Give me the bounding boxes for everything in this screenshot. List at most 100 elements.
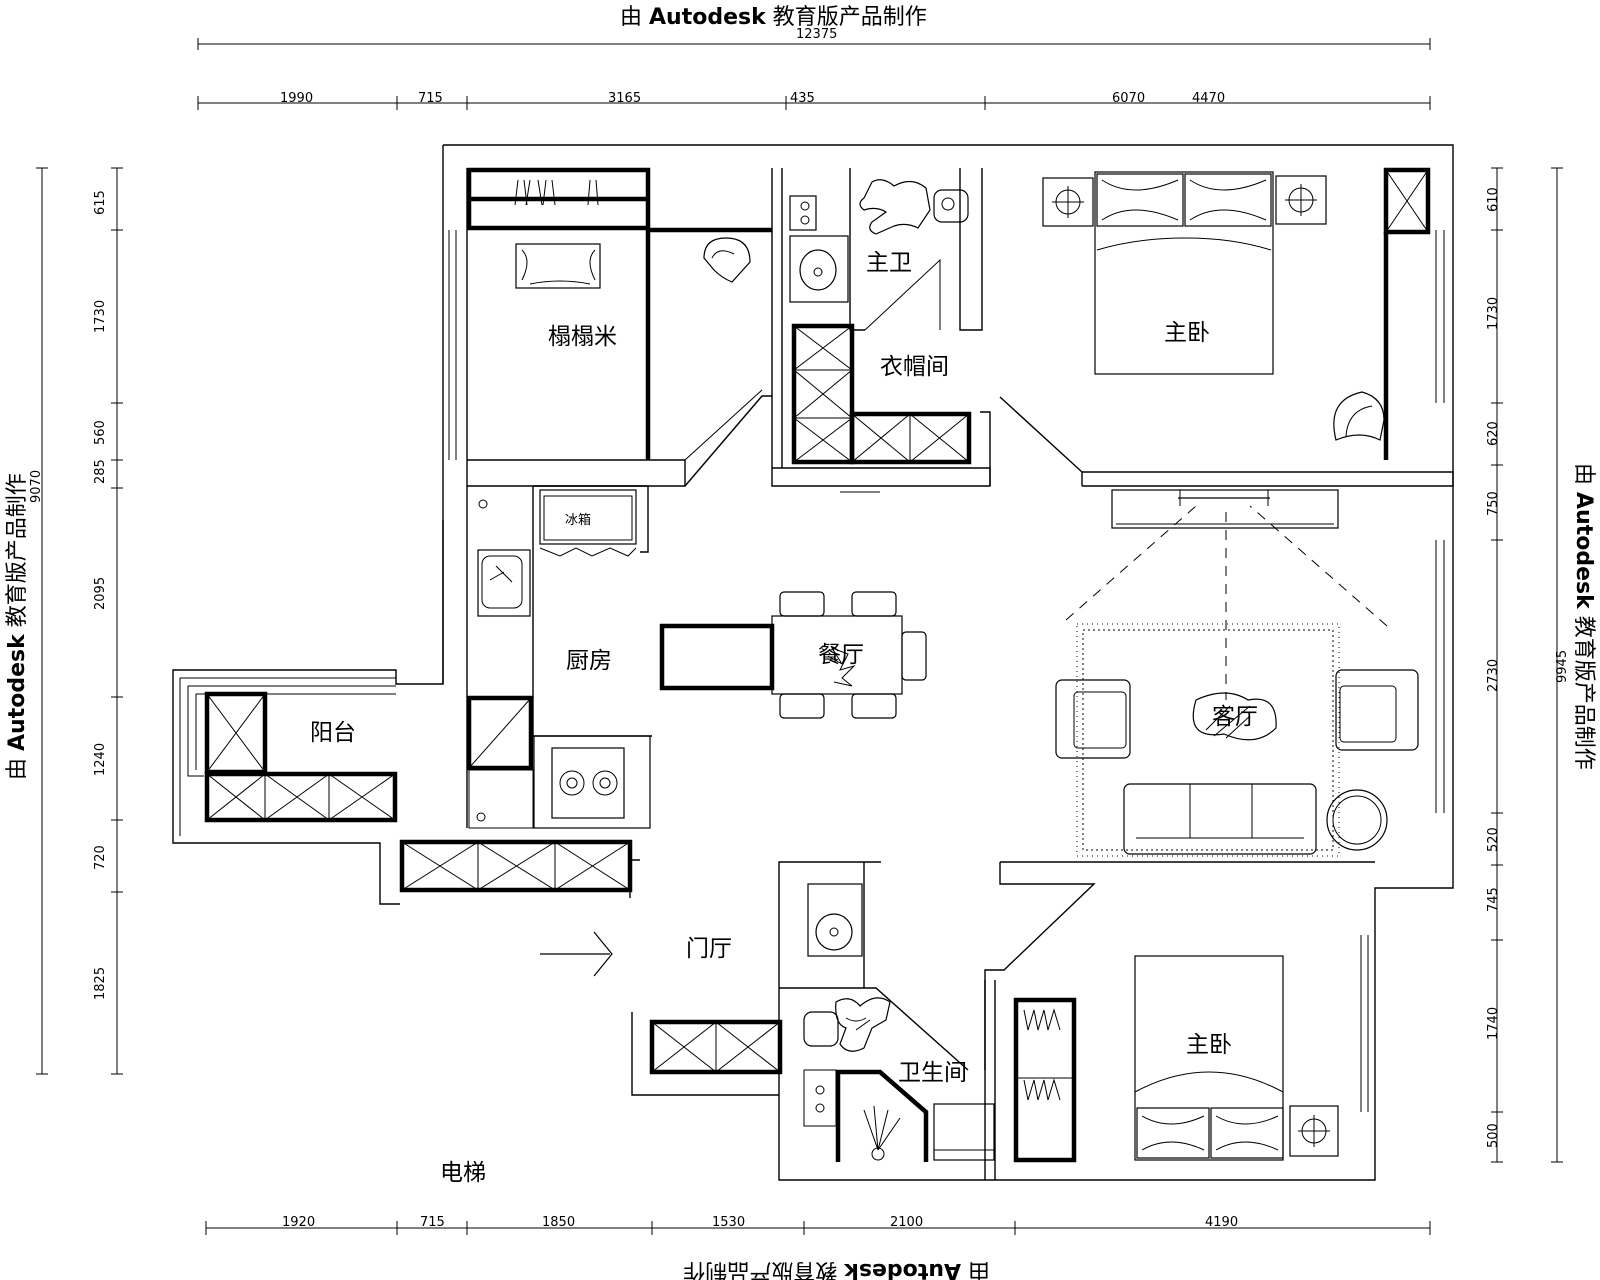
washer-icon [933, 1103, 995, 1161]
dim-bottom-6: 4190 [1205, 1215, 1238, 1230]
bedside-lamp-icon [1042, 177, 1094, 227]
room-label-balcony: 阳台 [310, 720, 356, 746]
chair-icon [1333, 391, 1385, 441]
pillow-icon [515, 243, 601, 289]
master-bath: 主卫 [789, 179, 969, 303]
bed-icon [1134, 955, 1284, 1161]
tv-cabinet [1111, 489, 1339, 529]
room-label-bathroom: 卫生间 [898, 1060, 967, 1086]
side-table-icon [1326, 789, 1388, 851]
cloakroom: 衣帽间 [791, 323, 972, 465]
dim-bottom-3: 1850 [542, 1215, 575, 1230]
dim-bottom-1: 1920 [282, 1215, 315, 1230]
exterior-walls [172, 144, 1454, 1181]
room-label-cloakroom: 衣帽间 [880, 354, 949, 380]
room-label-dining: 餐厅 [818, 642, 864, 668]
room-label-elevator: 电梯 [440, 1160, 486, 1186]
coffee-table-icon [1192, 692, 1277, 741]
dim-top-2: 715 [418, 91, 443, 106]
dim-top-5: 6070 [1112, 91, 1145, 106]
dim-bottom-5: 2100 [890, 1215, 923, 1230]
person-toilet-icon [859, 179, 969, 235]
svg-text:9945: 9945 [1555, 650, 1570, 683]
dimension-top-chain: 1990 715 3165 435 6070 4470 [197, 91, 1431, 110]
dim-left-8: 1825 [93, 967, 108, 1000]
dim-left-5: 2095 [93, 577, 108, 610]
rug-icon [1076, 623, 1340, 857]
dining-area: 餐厅 [659, 591, 927, 719]
svg-text:12375: 12375 [796, 27, 837, 42]
dimension-left-overall: 9070 [29, 167, 48, 1075]
room-label-living: 客厅 [1212, 704, 1258, 730]
dim-right-7: 745 [1486, 887, 1501, 912]
svg-text:9070: 9070 [29, 470, 44, 503]
dining-table-icon [771, 591, 927, 719]
dim-bottom-4: 1530 [712, 1215, 745, 1230]
watermark-left: 由 Autodesk 教育版产品制作 [5, 473, 30, 780]
bedside-lamp-icon [1289, 1105, 1339, 1157]
dim-right-8: 1740 [1486, 1007, 1501, 1040]
dim-top-1: 1990 [280, 91, 313, 106]
fridge-icon: 冰箱 [539, 489, 637, 557]
sofa-icon [1123, 783, 1317, 855]
svg-text:冰箱: 冰箱 [565, 512, 591, 528]
dim-top-3: 3165 [608, 91, 641, 106]
room-label-foyer: 门厅 [686, 936, 732, 962]
bedside-lamp-icon [1275, 175, 1327, 225]
dimension-left-chain: 615 1730 560 285 2095 1240 720 1825 [93, 167, 123, 1075]
room-label-tatami: 榻榻米 [548, 324, 617, 350]
dim-left-7: 720 [93, 845, 108, 870]
sink-icon [807, 883, 863, 957]
kitchen-island [659, 623, 775, 691]
foyer: 门厅 [399, 839, 783, 1075]
hanger-icon [514, 179, 599, 206]
watermark-bottom: 由 Autodesk 教育版产品制作 [683, 1258, 990, 1280]
sink-icon [799, 249, 837, 291]
dim-right-6: 520 [1486, 827, 1501, 852]
entry-arrow-icon [540, 931, 613, 977]
dimension-right-chain: 610 1730 620 750 2730 520 745 1740 500 [1486, 167, 1503, 1163]
sink-icon [477, 549, 531, 617]
dim-top-6: 4470 [1192, 91, 1225, 106]
room-label-master-bedroom: 主卧 [1164, 320, 1210, 346]
shoe-cabinet [399, 839, 633, 893]
bathroom: 卫生间 [803, 883, 995, 1162]
person-toilet-icon [803, 997, 891, 1052]
shower-icon [835, 1069, 929, 1162]
room-label-second-bedroom: 主卧 [1186, 1032, 1232, 1058]
watermark-top: 由 Autodesk 教育版产品制作 [620, 5, 927, 30]
watermark-right: 由 Autodesk 教育版产品制作 [1571, 463, 1596, 770]
dimension-right-overall: 9945 [1551, 167, 1570, 1163]
armchair-icon [1055, 679, 1131, 759]
kitchen: 冰箱 厨房 [466, 489, 651, 829]
wardrobe [1383, 167, 1431, 235]
wardrobe [1013, 997, 1077, 1163]
chair-icon [703, 237, 751, 283]
dim-left-2: 1730 [93, 300, 108, 333]
kitchen-cabinet [466, 695, 534, 771]
bed-icon [1094, 171, 1274, 375]
tatami-room: 榻榻米 [466, 167, 772, 460]
dim-right-9: 500 [1486, 1123, 1501, 1148]
dim-right-1: 610 [1486, 187, 1501, 212]
dim-top-4: 435 [790, 91, 815, 106]
dim-right-4: 750 [1486, 491, 1501, 516]
second-bedroom: 主卧 [1013, 955, 1339, 1163]
dim-right-3: 620 [1486, 421, 1501, 446]
dim-left-6: 1240 [93, 743, 108, 776]
armchair-icon [1335, 669, 1419, 751]
master-bedroom: 主卧 [1042, 167, 1431, 460]
room-label-kitchen: 厨房 [566, 648, 612, 674]
room-label-master-bath: 主卫 [866, 250, 912, 276]
stove-icon [533, 735, 651, 829]
balcony: 阳台 [204, 691, 398, 823]
dim-left-3: 560 [93, 420, 108, 445]
dim-left-1: 615 [93, 190, 108, 215]
dim-right-5: 2730 [1486, 659, 1501, 692]
dim-bottom-2: 715 [420, 1215, 445, 1230]
dim-left-4: 285 [93, 459, 108, 484]
cloak-cabinet [791, 323, 855, 465]
living-room: 客厅 [1055, 489, 1419, 857]
dimension-bottom-chain: 1920 715 1850 1530 2100 4190 [205, 1215, 1431, 1235]
